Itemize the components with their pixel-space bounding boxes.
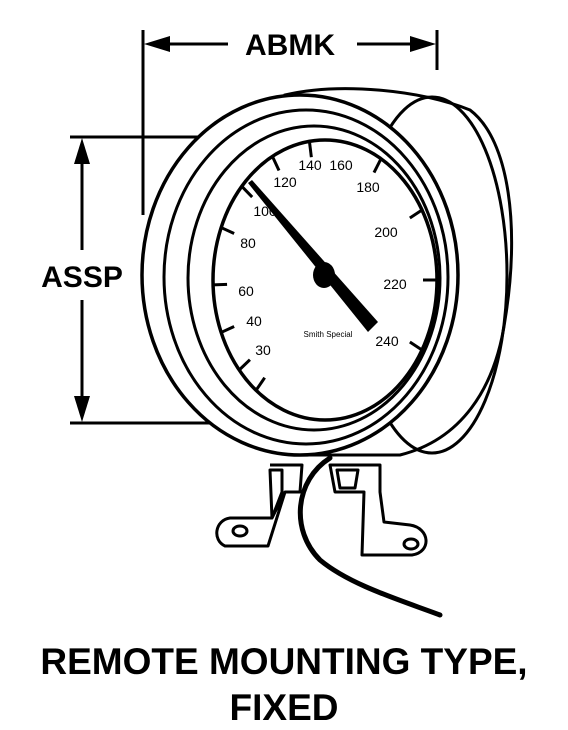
scale-label: 140 xyxy=(298,157,322,173)
mounting-hole-right xyxy=(402,537,420,551)
tick-mark xyxy=(240,185,254,199)
capillary-tube xyxy=(297,455,443,618)
height-dimension-label: ASSP xyxy=(41,261,123,294)
caption-line-1: REMOTE MOUNTING TYPE, xyxy=(40,641,528,682)
bezel-inner xyxy=(186,124,442,432)
tick-marks xyxy=(213,141,437,392)
mounting-hole-left xyxy=(231,524,249,538)
scale-label: 80 xyxy=(240,235,256,251)
scale-label: 30 xyxy=(255,342,271,358)
tick-mark xyxy=(213,282,228,287)
scale-label: 220 xyxy=(383,276,407,292)
bracket-right-slot xyxy=(335,468,360,490)
tick-mark xyxy=(271,155,281,172)
tick-mark xyxy=(238,358,251,372)
scale-label: 120 xyxy=(273,174,297,190)
brand-label: Smith Special xyxy=(304,330,353,339)
arrowhead-left xyxy=(144,36,170,52)
tick-mark xyxy=(409,208,423,220)
tick-mark xyxy=(220,226,235,235)
tick-mark xyxy=(372,158,383,174)
width-dimension-label: ABMK xyxy=(245,29,335,62)
scale-label: 240 xyxy=(375,333,399,349)
arrowhead-up xyxy=(74,138,90,164)
scale-label: 40 xyxy=(246,313,262,329)
needle-hub xyxy=(313,262,335,288)
gauge-housing xyxy=(140,87,514,457)
tick-mark xyxy=(220,325,235,334)
arrowhead-down xyxy=(74,396,90,422)
caption-line-2: FIXED xyxy=(229,687,339,728)
needle xyxy=(248,180,378,332)
bezel-ring xyxy=(162,108,450,446)
tick-mark xyxy=(307,141,313,158)
bracket-left-foot xyxy=(215,463,304,548)
tick-mark xyxy=(409,340,423,352)
needle-pointer xyxy=(248,180,378,332)
arrowhead-right xyxy=(410,36,436,52)
scale-label: 200 xyxy=(374,224,398,240)
scale-label: 60 xyxy=(238,283,254,299)
scale-label: 160 xyxy=(329,157,353,173)
scale-label: 180 xyxy=(356,179,380,195)
mounting-bracket xyxy=(215,463,428,557)
tick-mark xyxy=(254,376,266,392)
bracket-left-leg xyxy=(268,468,284,520)
